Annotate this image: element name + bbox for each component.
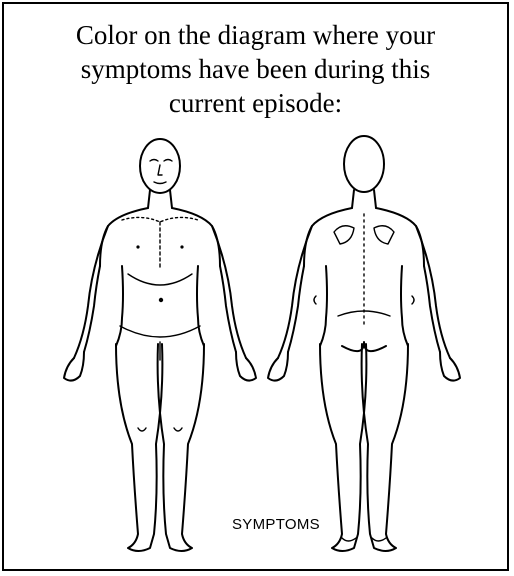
front-body-figure[interactable]	[64, 139, 256, 551]
body-diagram[interactable]	[4, 4, 511, 573]
symptom-diagram-panel: Color on the diagram where your symptoms…	[2, 2, 509, 571]
diagram-caption: SYMPTOMS	[232, 516, 320, 533]
back-body-figure[interactable]	[268, 136, 460, 551]
